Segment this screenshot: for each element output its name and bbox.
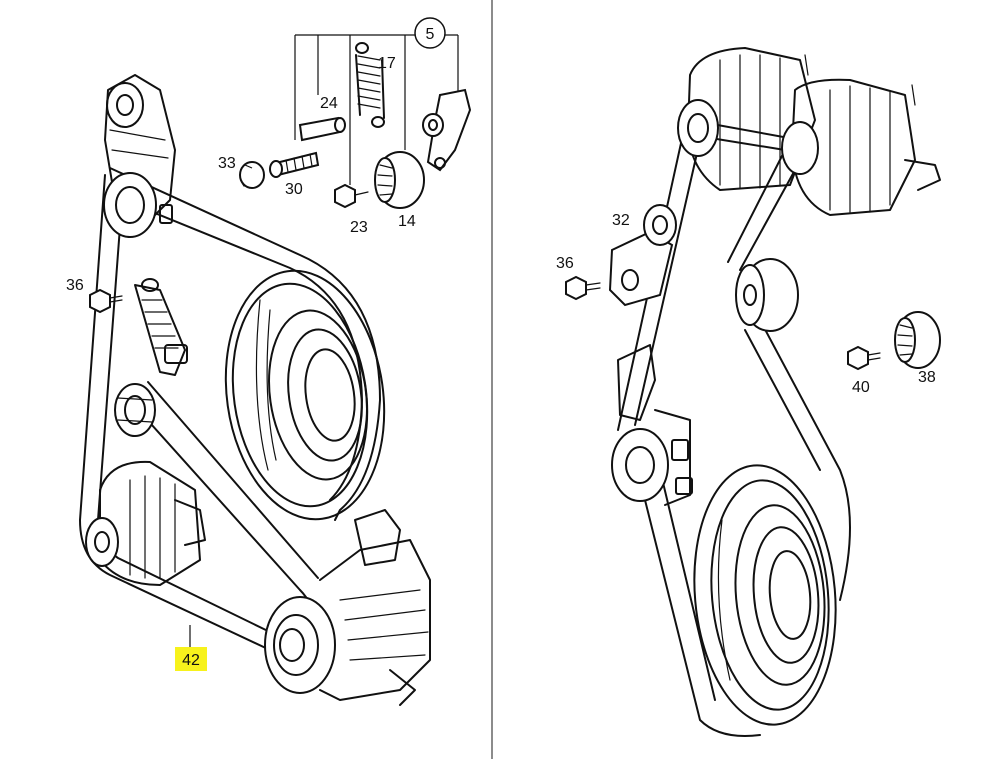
exploded-parts-top bbox=[239, 34, 472, 209]
belt-right-right-strand bbox=[744, 319, 851, 601]
ac-compressor bbox=[264, 509, 431, 706]
cap-33 bbox=[239, 161, 265, 189]
bolt-23 bbox=[334, 183, 369, 209]
callout-14[interactable]: 14 bbox=[398, 213, 416, 230]
callout-40[interactable]: 40 bbox=[852, 379, 870, 396]
power-steering-pump bbox=[781, 54, 941, 216]
callout-5[interactable]: 5 bbox=[426, 26, 435, 43]
left-assembly bbox=[79, 34, 472, 706]
bolt-36-right bbox=[565, 275, 601, 301]
tension-spring-17 bbox=[355, 42, 385, 128]
bolt-30 bbox=[269, 151, 320, 178]
callout-33[interactable]: 33 bbox=[218, 155, 236, 172]
callout-36-right[interactable]: 36 bbox=[556, 255, 574, 272]
tensioner-pulley-left bbox=[114, 383, 156, 437]
right-assembly bbox=[565, 47, 941, 737]
callout-5-circle bbox=[414, 17, 446, 49]
tensioner-pulley-32 bbox=[608, 204, 677, 307]
callout-17[interactable]: 17 bbox=[378, 55, 396, 72]
callout-32[interactable]: 32 bbox=[612, 212, 630, 229]
tensioner-damper bbox=[134, 278, 188, 376]
callout-38[interactable]: 38 bbox=[918, 369, 936, 386]
callouts: 5 17 24 33 30 23 14 36 42 32 36 40 38 bbox=[66, 17, 936, 671]
bolt-40 bbox=[847, 345, 881, 371]
callout-42[interactable]: 42 bbox=[182, 652, 200, 669]
pin-24 bbox=[298, 116, 346, 142]
crankshaft-pulley-left bbox=[224, 269, 386, 521]
tensioner-lever bbox=[422, 88, 472, 172]
idler-pulley-right bbox=[735, 258, 799, 332]
belt-right-lower bbox=[639, 469, 761, 737]
upper-idler-bracket bbox=[103, 74, 176, 238]
roller-14 bbox=[374, 151, 425, 209]
callout-24[interactable]: 24 bbox=[320, 95, 338, 112]
lower-bracket-right bbox=[611, 344, 693, 506]
callout-30[interactable]: 30 bbox=[285, 181, 303, 198]
crankshaft-pulley-right bbox=[693, 464, 837, 726]
callout-36-left[interactable]: 36 bbox=[66, 277, 84, 294]
callout-23[interactable]: 23 bbox=[350, 219, 368, 236]
bolt-36-left bbox=[89, 288, 123, 314]
alternator-left bbox=[85, 460, 206, 586]
roller-38 bbox=[894, 311, 941, 369]
callout-42-highlight bbox=[175, 647, 207, 671]
